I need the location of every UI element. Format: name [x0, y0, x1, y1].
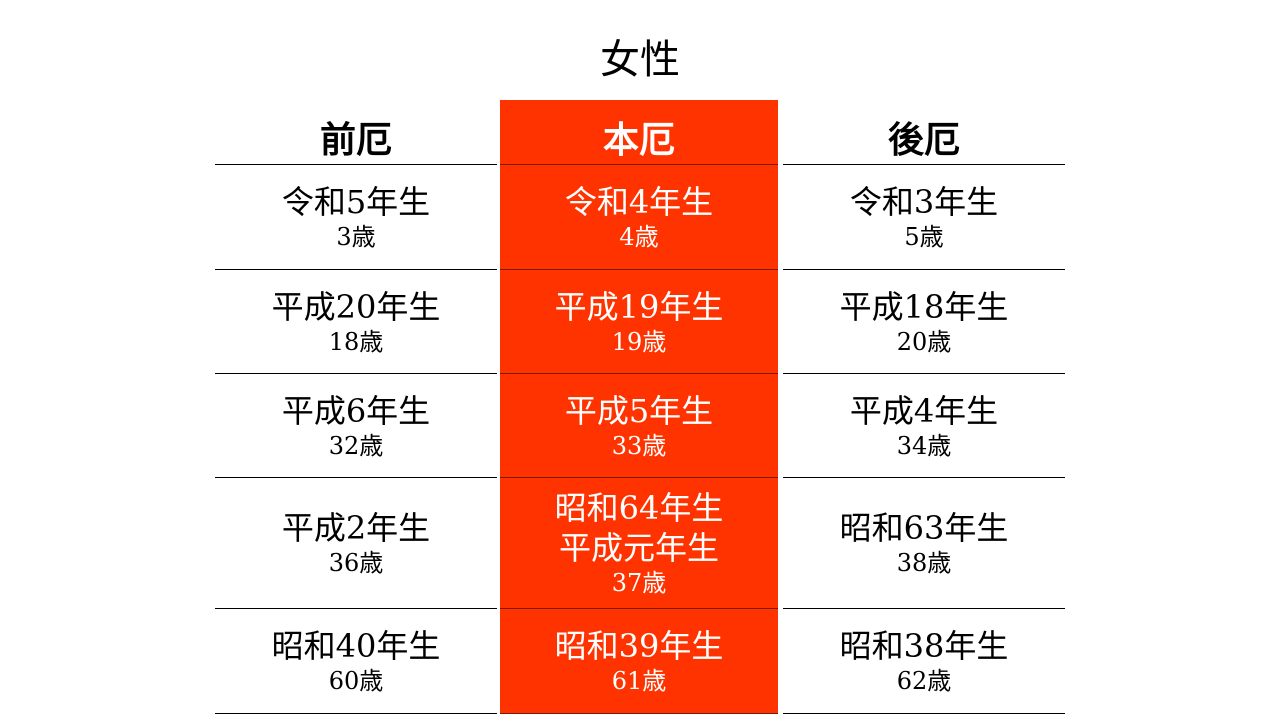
column-header-honyaku: 本厄 [500, 100, 778, 165]
column-header-atoyaku: 後厄 [783, 100, 1065, 165]
birth-year: 令和5年生 [281, 183, 431, 221]
table-row: 平成19年生 19歳 [500, 270, 778, 374]
birth-year: 平成18年生 [839, 287, 1009, 326]
age: 18歳 [328, 327, 384, 356]
page-title: 女性 [600, 37, 680, 83]
age: 32歳 [328, 431, 384, 460]
table-row: 平成20年生 18歳 [215, 270, 497, 374]
birth-year: 平成5年生 [564, 391, 714, 430]
table-row: 平成2年生 36歳 [215, 478, 497, 609]
table-row: 平成5年生 33歳 [500, 374, 778, 478]
birth-year: 平成20年生 [271, 287, 441, 326]
birth-year: 平成19年生 [554, 287, 724, 326]
age: 3歳 [336, 223, 376, 251]
table-row: 平成4年生 34歳 [783, 374, 1065, 478]
table-row: 平成18年生 20歳 [783, 270, 1065, 374]
birth-year: 昭和40年生 [271, 627, 441, 665]
table-row: 昭和38年生 62歳 [783, 609, 1065, 714]
age: 5歳 [904, 223, 944, 251]
table-row: 令和4年生 4歳 [500, 165, 778, 270]
table-row: 令和5年生 3歳 [215, 165, 497, 270]
table-row: 昭和64年生 平成元年生 37歳 [500, 478, 778, 609]
birth-year: 平成6年生 [281, 391, 431, 430]
birth-year: 昭和39年生 [554, 627, 724, 665]
age: 33歳 [611, 431, 667, 460]
table-row: 昭和63年生 38歳 [783, 478, 1065, 609]
birth-year: 令和4年生 [564, 183, 714, 221]
birth-year: 平成4年生 [849, 391, 999, 430]
birth-year: 昭和38年生 [839, 627, 1009, 665]
table-row: 昭和39年生 61歳 [500, 609, 778, 714]
birth-year: 昭和64年生 [554, 489, 724, 527]
age: 38歳 [896, 549, 952, 577]
table-row: 平成6年生 32歳 [215, 374, 497, 478]
age: 34歳 [896, 431, 952, 460]
birth-year-alt: 平成元年生 [558, 529, 719, 567]
column-atoyaku: 後厄 令和3年生 5歳 平成18年生 20歳 平成4年生 34歳 昭和63年生 … [783, 100, 1065, 714]
column-honyaku: 本厄 令和4年生 4歳 平成19年生 19歳 平成5年生 33歳 昭和64年生 … [500, 100, 778, 714]
birth-year: 昭和63年生 [839, 509, 1009, 547]
age: 20歳 [896, 327, 952, 356]
age: 19歳 [611, 327, 667, 356]
birth-year: 令和3年生 [849, 183, 999, 221]
table-row: 令和3年生 5歳 [783, 165, 1065, 270]
age: 37歳 [611, 569, 667, 597]
column-maeyaku: 前厄 令和5年生 3歳 平成20年生 18歳 平成6年生 32歳 平成2年生 3… [215, 100, 497, 714]
age: 62歳 [896, 667, 952, 695]
age: 61歳 [611, 667, 667, 695]
age: 60歳 [328, 667, 384, 695]
birth-year: 平成2年生 [281, 509, 431, 547]
column-header-maeyaku: 前厄 [215, 100, 497, 165]
table-row: 昭和40年生 60歳 [215, 609, 497, 714]
age: 36歳 [328, 549, 384, 577]
age: 4歳 [619, 223, 659, 251]
